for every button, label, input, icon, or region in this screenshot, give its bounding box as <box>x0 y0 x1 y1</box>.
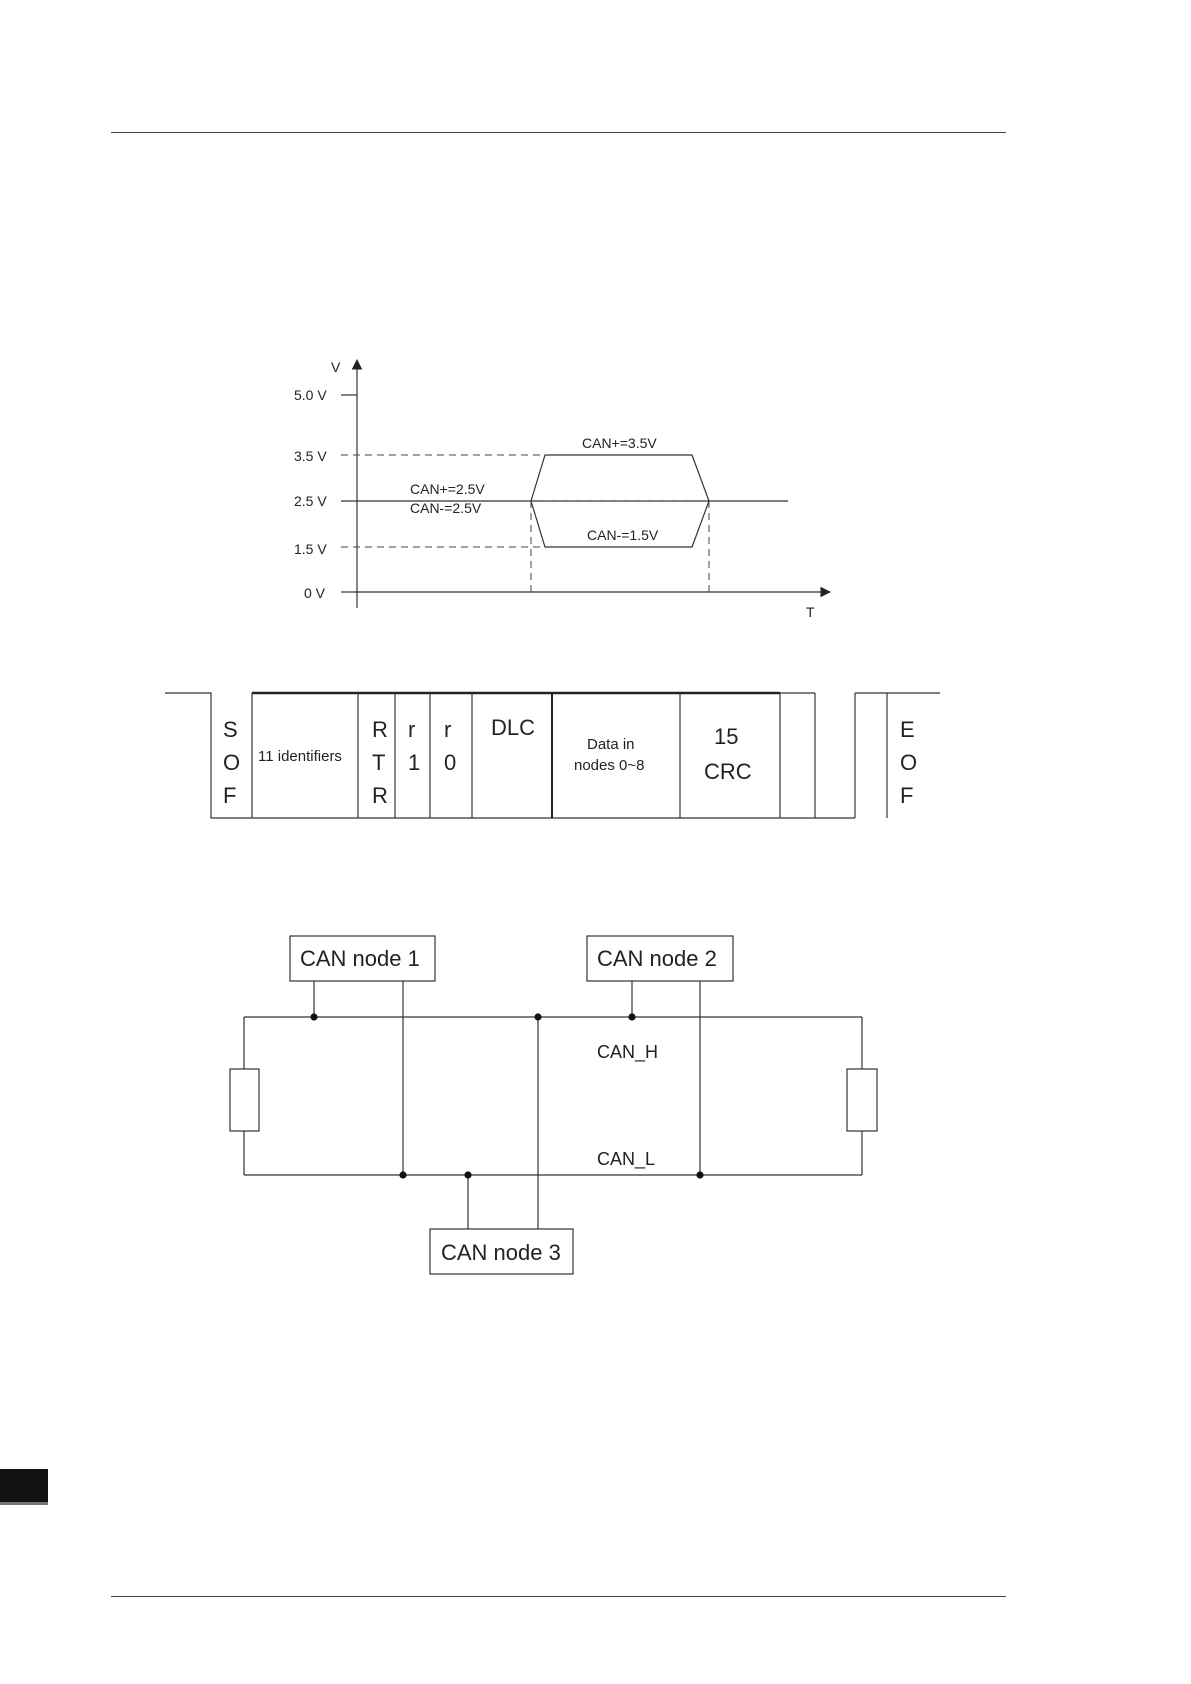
sof-label-f: F <box>223 783 236 808</box>
y-axis-label: V <box>331 359 341 375</box>
right-terminating-resistor <box>847 1069 877 1131</box>
eof-label-f: F <box>900 783 913 808</box>
level-label-2v5: 2.5 V <box>294 493 327 509</box>
data-field-label-line2: nodes 0~8 <box>574 757 644 774</box>
can-bus-diagram: CAN node 1 CAN node 2 CAN node 3 CAN_H C… <box>230 936 877 1274</box>
junction-dot <box>534 1013 541 1020</box>
can-l-label: CAN_L <box>597 1149 655 1170</box>
dominant-can-plus-label: CAN+=3.5V <box>582 435 657 451</box>
can-h-label: CAN_H <box>597 1042 658 1063</box>
level-label-0v: 0 V <box>304 585 326 601</box>
r1-label-r: r <box>408 717 415 742</box>
junction-dot <box>310 1013 317 1020</box>
can-node-1-label: CAN node 1 <box>300 946 420 971</box>
data-field-label-line1: Data in <box>587 736 635 753</box>
recessive-can-plus-label: CAN+=2.5V <box>410 481 485 497</box>
voltage-level-diagram: V T 5.0 V 3.5 V 2.5 V 1.5 V 0 V CAN+=2.5… <box>294 359 830 620</box>
junction-dot <box>464 1171 471 1178</box>
crc-field-label-line2: CRC <box>704 759 752 784</box>
can-node-2-label: CAN node 2 <box>597 946 717 971</box>
level-label-1v5: 1.5 V <box>294 541 327 557</box>
crc-field-label-line1: 15 <box>714 724 738 749</box>
x-axis-label: T <box>806 604 815 620</box>
eof-label-o: O <box>900 750 917 775</box>
can-plus-dominant-trace <box>531 455 709 501</box>
rtr-label-t: T <box>372 750 385 775</box>
junction-dot <box>696 1171 703 1178</box>
rtr-label-r: R <box>372 717 388 742</box>
level-label-5v: 5.0 V <box>294 387 327 403</box>
dlc-field-label: DLC <box>491 715 535 740</box>
junction-dot <box>399 1171 406 1178</box>
sof-label-o: O <box>223 750 240 775</box>
r1-label-1: 1 <box>408 750 420 775</box>
sof-label-s: S <box>223 717 238 742</box>
recessive-can-minus-label: CAN-=2.5V <box>410 500 482 516</box>
rtr-label-r2: R <box>372 783 388 808</box>
eof-label-e: E <box>900 717 915 742</box>
level-label-3v5: 3.5 V <box>294 448 327 464</box>
identifier-field-label: 11 identifiers <box>258 748 342 765</box>
can-frame-diagram: S O F 11 identifiers R T R r 1 r 0 DLC D… <box>165 693 940 818</box>
dominant-can-minus-label: CAN-=1.5V <box>587 527 659 543</box>
r0-label-r: r <box>444 717 451 742</box>
r0-label-0: 0 <box>444 750 456 775</box>
junction-dot <box>628 1013 635 1020</box>
left-terminating-resistor <box>230 1069 259 1131</box>
can-node-3-label: CAN node 3 <box>441 1240 561 1265</box>
